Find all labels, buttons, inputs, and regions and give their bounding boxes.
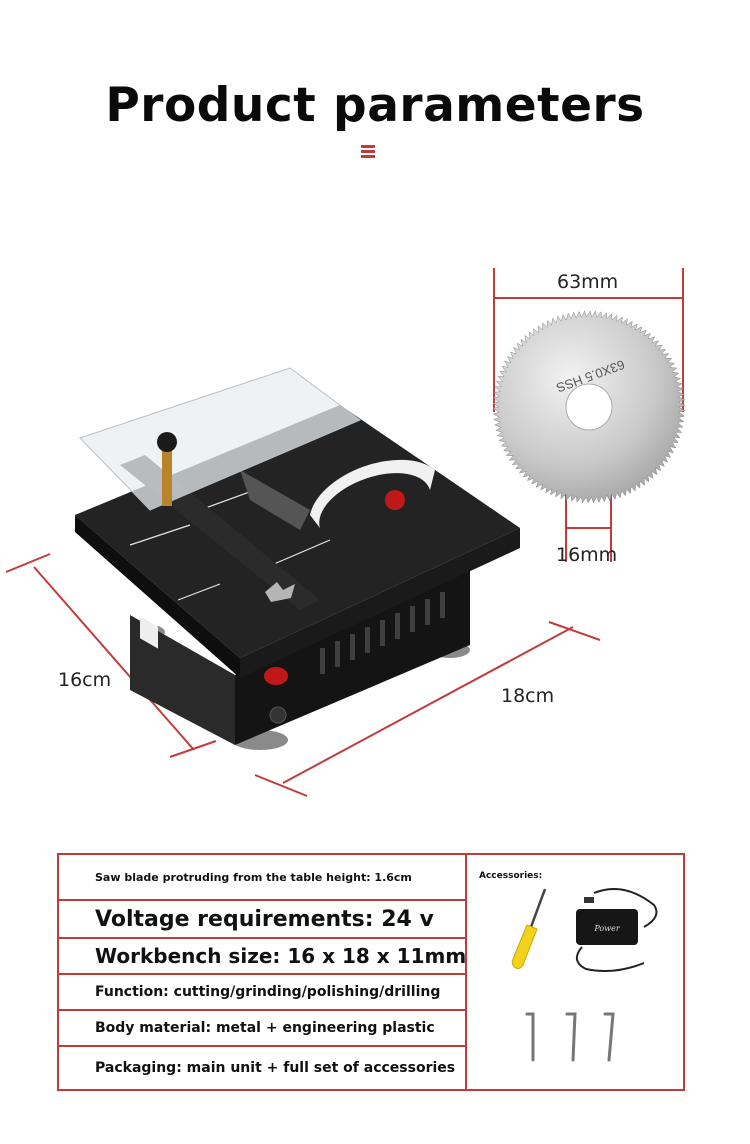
table-divider	[465, 855, 467, 1089]
spec-row: Workbench size: 16 x 18 x 11mm	[59, 939, 467, 975]
spec-row: Voltage requirements: 24 v	[59, 901, 467, 939]
menu-icon	[361, 145, 375, 158]
page-title: Product parameters	[105, 78, 645, 133]
screwdriver-icon	[511, 888, 547, 970]
spec-body-material: Body material: metal + engineering plast…	[95, 1020, 435, 1036]
saw-blade-image: 63X0.5 HSS	[492, 310, 686, 504]
spec-function: Function: cutting/grinding/polishing/dri…	[95, 984, 441, 1000]
blade-hole-label: 16mm	[556, 544, 618, 566]
spec-voltage: Voltage requirements: 24 v	[95, 906, 434, 932]
adapter-text: Power	[593, 924, 620, 933]
accessories-label: Accessories:	[479, 871, 543, 881]
table-saw-image	[75, 367, 520, 750]
dimension-lines	[5, 268, 684, 797]
spec-row: Saw blade protruding from the table heig…	[59, 855, 467, 901]
spec-blade-height: Saw blade protruding from the table heig…	[95, 870, 412, 884]
power-adapter-icon: Power	[575, 888, 658, 972]
spec-row: Function: cutting/grinding/polishing/dri…	[59, 975, 467, 1011]
spec-row: Body material: metal + engineering plast…	[59, 1011, 467, 1047]
depth-label: 16cm	[58, 669, 112, 691]
spec-table: Saw blade protruding from the table heig…	[57, 853, 685, 1091]
spec-workbench-size: Workbench size: 16 x 18 x 11mm	[95, 944, 467, 968]
hex-keys-icon	[525, 1012, 615, 1062]
spec-packaging: Packaging: main unit + full set of acces…	[95, 1060, 456, 1076]
width-label: 18cm	[501, 685, 555, 707]
spec-row: Packaging: main unit + full set of acces…	[59, 1047, 467, 1089]
blade-diameter-label: 63mm	[557, 271, 619, 293]
